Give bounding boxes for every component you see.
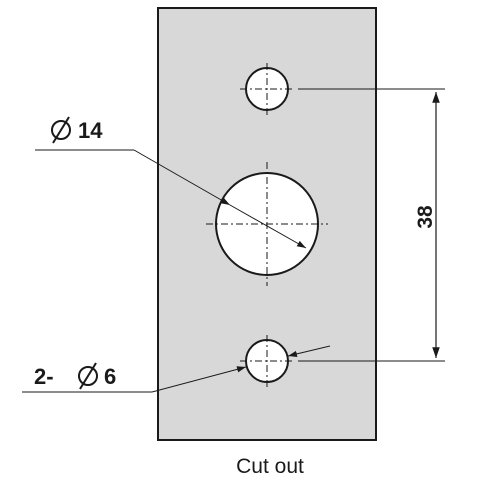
small-holes-label: 6 xyxy=(104,364,116,389)
small-holes-prefix: 2- xyxy=(34,364,54,389)
caption: Cut out xyxy=(236,455,304,478)
center-hole-dimension: 14 xyxy=(35,116,307,249)
small-holes-dimension: 2- 6 xyxy=(22,345,331,393)
top-small-hole xyxy=(240,63,294,115)
center-hole-label: 14 xyxy=(78,118,103,143)
spacing-dimension: 38 xyxy=(298,88,445,362)
diameter-symbol-icon xyxy=(51,116,71,144)
center-large-hole xyxy=(206,162,328,286)
diameter-symbol-icon xyxy=(78,362,98,390)
spacing-label: 38 xyxy=(414,205,437,229)
bottom-small-hole xyxy=(240,335,294,387)
